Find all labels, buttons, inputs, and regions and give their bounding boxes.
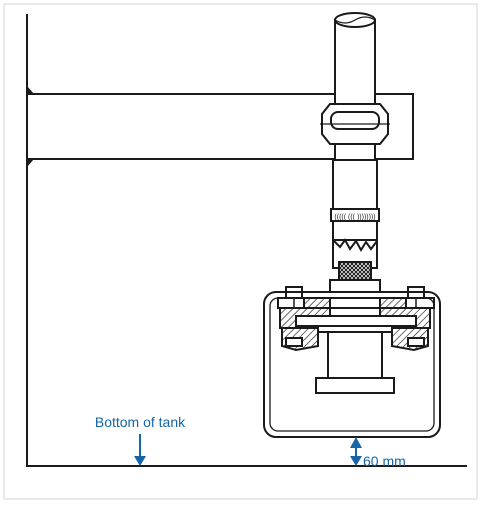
sensor-head — [315, 331, 395, 394]
clearance-arrow-down — [350, 456, 362, 466]
outer-frame — [3, 3, 478, 500]
threaded-connector — [329, 237, 381, 293]
bottom-arrow-head — [134, 456, 146, 466]
bottom-of-tank-label: Bottom of tank — [95, 414, 186, 430]
protective-frame — [263, 291, 441, 438]
pipe-clamp — [320, 103, 390, 145]
clearance-label: 60 mm — [363, 453, 406, 469]
probe-body: ((((( ((( )))))))) — [330, 159, 380, 241]
svg-text:((((( ((( )))))))): ((((( ((( )))))))) — [334, 214, 375, 221]
clearance-arrow-up — [350, 437, 362, 448]
clearance-dimension: 60 mm — [350, 437, 406, 469]
tank — [26, 14, 467, 467]
bottom-of-tank-annotation: Bottom of tank — [95, 414, 186, 466]
